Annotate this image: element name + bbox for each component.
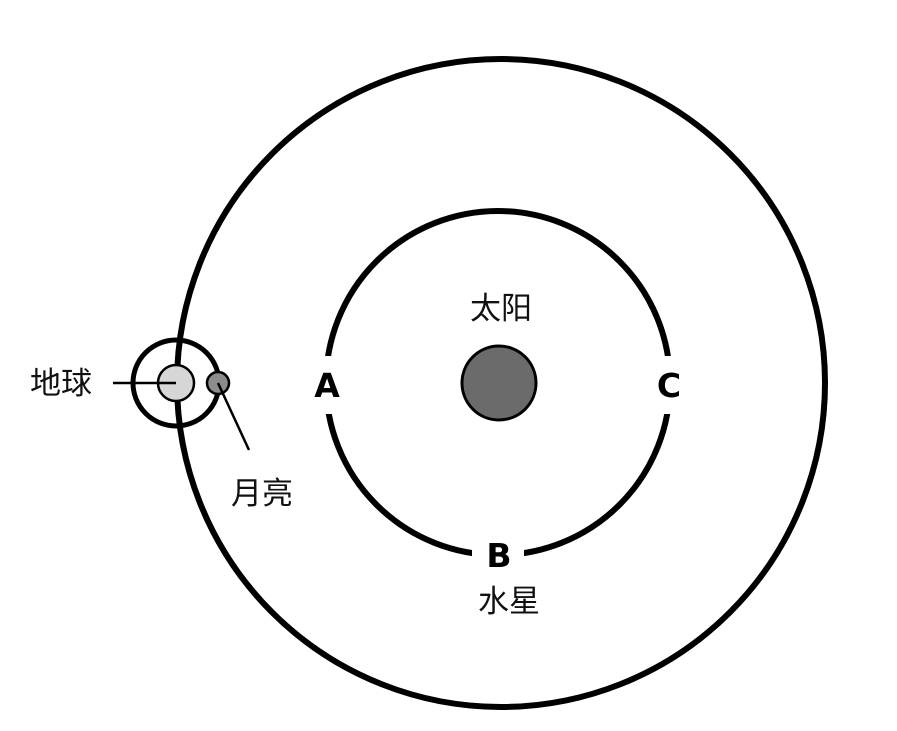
earth-label: 地球: [30, 366, 92, 402]
sun-label: 太阳: [470, 291, 532, 327]
point-c-label: C: [657, 366, 681, 405]
gap-c: [654, 356, 684, 414]
sun: [460, 344, 538, 422]
gap-b: [472, 538, 524, 568]
moon-pointer-line: [216, 382, 251, 451]
point-b-label: B: [486, 536, 511, 575]
point-a-label: A: [314, 366, 340, 405]
gap-a: [312, 356, 342, 414]
moon-label: 月亮: [231, 476, 293, 512]
mercury-label: 水星: [478, 584, 540, 620]
